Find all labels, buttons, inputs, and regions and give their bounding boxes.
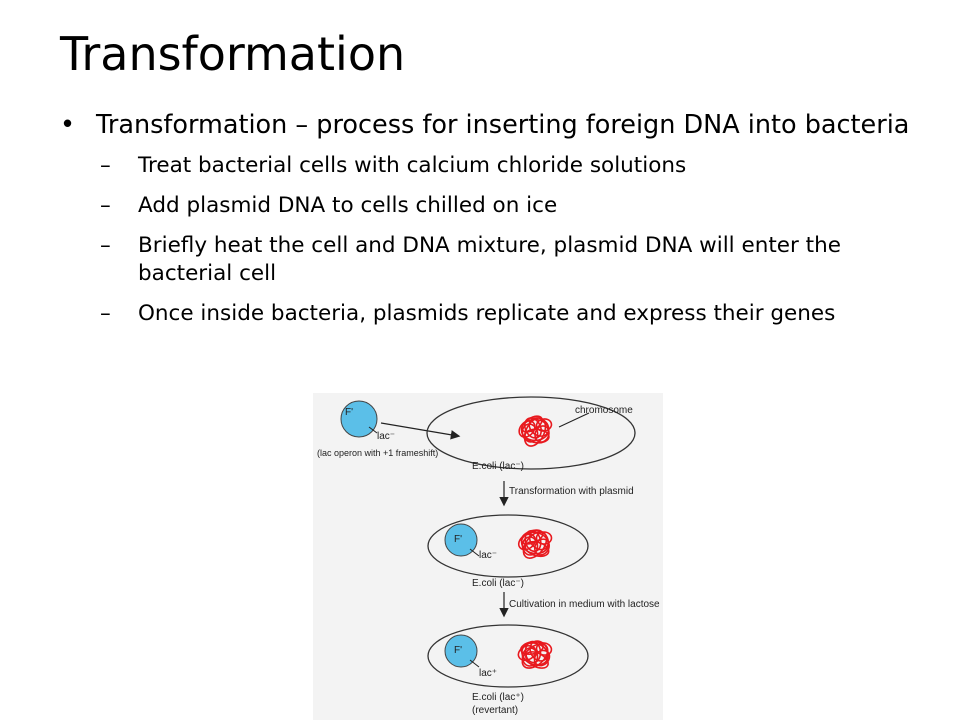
figure-background <box>313 393 663 720</box>
lac-gene-mark <box>469 548 480 557</box>
chromosome-loop <box>524 529 542 553</box>
chromosome-loop <box>523 417 543 439</box>
cell-3-label: E.coli (lac⁺) <box>472 692 524 703</box>
ecoli-cell-2 <box>427 514 589 578</box>
plasmid-label: F' <box>345 407 353 418</box>
chromosome-loop <box>522 531 548 559</box>
sub-bullet: – Treat bacterial cells with calcium chl… <box>60 152 920 180</box>
chromosome-loop <box>524 640 542 664</box>
sub-bullet-text: Briefly heat the cell and DNA mixture, p… <box>138 232 841 286</box>
dash-marker: – <box>100 192 111 218</box>
sub-bullet-text: Add plasmid DNA to cells chilled on ice <box>138 192 558 218</box>
dash-marker: – <box>100 300 111 326</box>
sub-bullet: – Briefly heat the cell and DNA mixture,… <box>60 232 920 288</box>
plasmid-in-cell-3 <box>444 634 478 668</box>
plasmid-in-cell-2 <box>444 523 478 557</box>
slide-content: • Transformation – process for inserting… <box>60 110 920 340</box>
transformation-arrow <box>380 422 461 440</box>
chromosome-pointer <box>558 412 590 428</box>
lac-minus-label: lac⁻ <box>377 431 395 442</box>
dash-marker: – <box>100 232 111 258</box>
chromosome-loop <box>535 642 553 656</box>
chromosome-3 <box>517 640 553 669</box>
sub-bullet-text: Treat bacterial cells with calcium chlor… <box>138 152 687 178</box>
chromosome-loop <box>518 420 536 438</box>
step-2-label: Cultivation in medium with lactose <box>509 599 660 610</box>
cell-3-sublabel: (revertant) <box>472 705 518 716</box>
plasmid-label: F' <box>454 645 462 656</box>
lac-gene-mark <box>368 426 378 434</box>
ecoli-cell-3 <box>427 624 589 688</box>
bullet-marker: • <box>60 110 76 140</box>
chromosome-loop <box>523 417 547 447</box>
transformation-figure: F' lac⁻ (lac operon with +1 frameshift) … <box>313 393 663 720</box>
operon-note: (lac operon with +1 frameshift) <box>317 448 438 458</box>
main-bullet-text: Transformation – process for inserting f… <box>96 110 910 140</box>
sub-bullet-text: Once inside bacteria, plasmids replicate… <box>138 300 836 326</box>
dash-marker: – <box>100 152 111 178</box>
lac-minus-label: lac⁻ <box>479 550 497 561</box>
chromosome-label: chromosome <box>575 405 633 416</box>
chromosome-loop <box>517 644 537 662</box>
cell-1-label: E.coli (lac⁻) <box>472 461 524 472</box>
sub-bullet: – Add plasmid DNA to cells chilled on ic… <box>60 192 920 220</box>
chromosome-loop <box>517 533 537 551</box>
chromosome-loop <box>521 643 549 669</box>
plasmid-label: F' <box>454 534 462 545</box>
lac-plus-label: lac⁺ <box>479 668 497 679</box>
sub-bullet: – Once inside bacteria, plasmids replica… <box>60 300 920 328</box>
chromosome-2 <box>517 529 553 559</box>
sub-bullet-list: – Treat bacterial cells with calcium chl… <box>60 152 920 328</box>
step-1-label: Transformation with plasmid <box>509 486 634 497</box>
transformation-diagram: F' lac⁻ (lac operon with +1 frameshift) … <box>313 393 663 720</box>
slide-title: Transformation <box>60 27 406 81</box>
chromosome-loop <box>535 531 553 545</box>
lac-gene-mark <box>469 659 480 668</box>
chromosome-1 <box>518 415 553 447</box>
cell-2-label: E.coli (lac⁻) <box>472 578 524 589</box>
main-bullet: • Transformation – process for inserting… <box>60 110 920 142</box>
free-plasmid <box>340 400 378 438</box>
ecoli-cell-1 <box>426 396 636 470</box>
